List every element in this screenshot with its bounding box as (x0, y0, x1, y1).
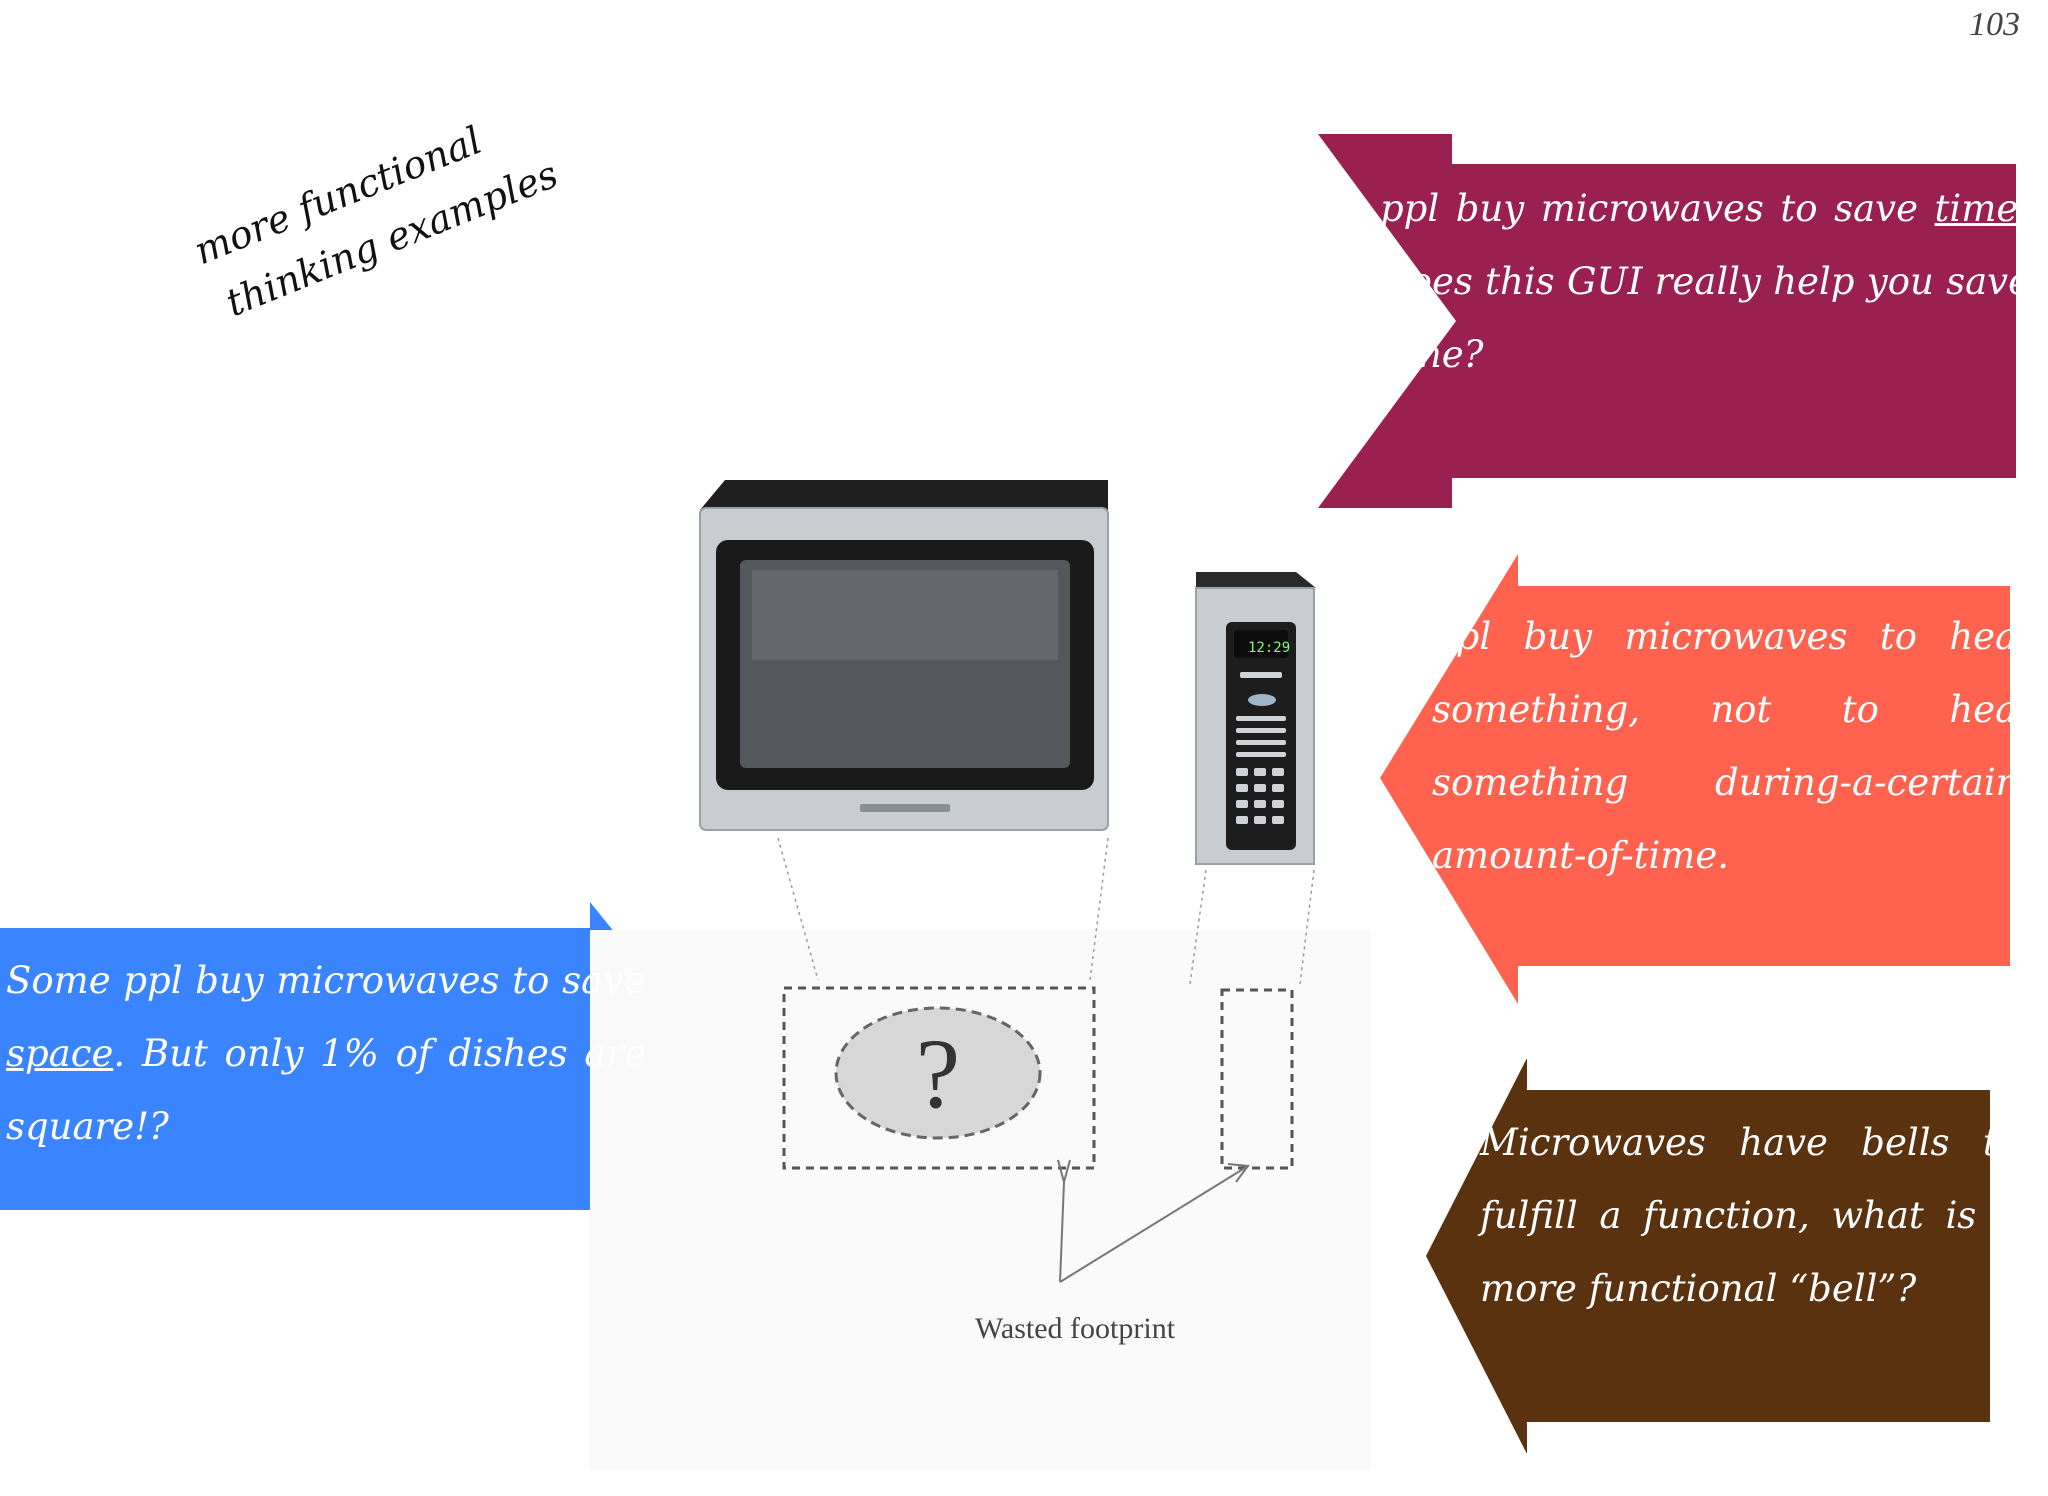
question-mark: ? (915, 1017, 961, 1129)
panel-display-time: 12:29 (1248, 640, 1291, 656)
main-footprint-box (782, 986, 1096, 1170)
page-number: 103 (1969, 6, 2020, 43)
callout-space-arrow (0, 902, 725, 1236)
microwave-control-panel (1195, 572, 1316, 865)
callout-space-prefix: Some ppl buy microwaves to save (6, 959, 646, 1002)
panel-footprint-box (1220, 988, 1294, 1170)
callout-heat-text: ppl buy microwaves to heat something, no… (1432, 615, 2032, 877)
footprint-pointer-lines (1057, 1159, 1250, 1283)
wasted-footprint-label: Wasted footprint (975, 1312, 1176, 1345)
projection-lines (777, 837, 1315, 985)
microwave-main-illustration (699, 480, 1109, 831)
callout-heat-arrow (1380, 554, 2010, 1004)
callout-time-emphasis: time (1934, 187, 2019, 230)
callout-space-text: Some ppl buy microwaves to save space. B… (6, 944, 646, 1163)
callout-bell-text: Microwaves have bells to fulfill a funct… (1480, 1121, 2020, 1310)
callout-time-prefix: ppl buy microwaves to save (1380, 187, 1935, 230)
callout-time-arrow (1318, 134, 2016, 508)
dish-footprint-ellipse (834, 1006, 1042, 1140)
callout-space-emphasis: space (6, 1032, 114, 1075)
callout-bell-arrow (1426, 1058, 1990, 1454)
callout-space-suffix: . But only 1% of dishes are square!? (6, 1032, 646, 1148)
callout-time-suffix: . Does this GUI really help you save tim… (1380, 187, 2030, 376)
callout-time-text: ppl buy microwaves to save time. Does th… (1380, 172, 2030, 391)
